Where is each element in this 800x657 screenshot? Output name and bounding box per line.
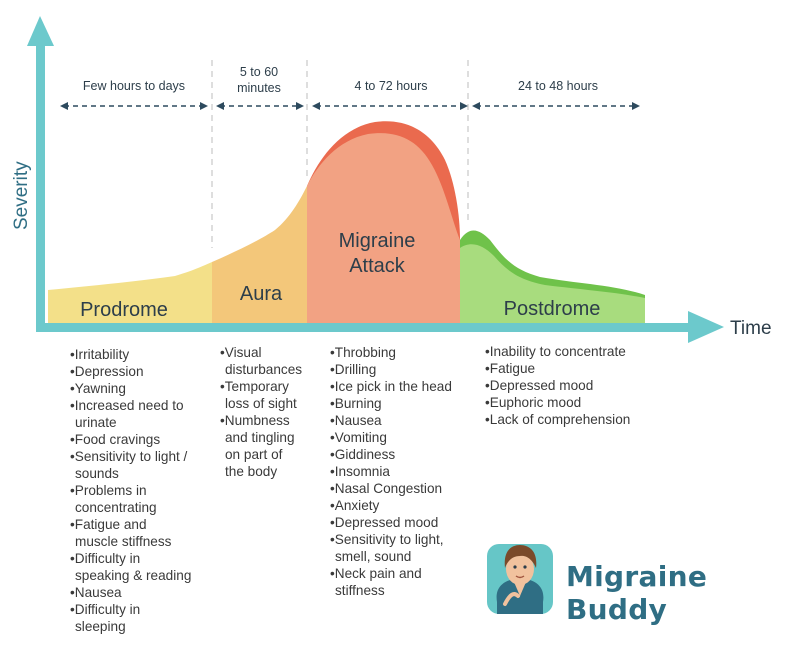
symptom-line: •Fatigue [485,361,536,376]
phase-name-postdrome: Postdrome [504,298,601,320]
symptom-line: loss of sight [225,396,297,411]
symptom-line: •Insomnia [330,464,390,479]
symptom-line: •Fatigue and [70,517,147,532]
symptom-line: •Visual [220,345,262,360]
symptom-line: •Increased need to [70,398,184,413]
symptom-line: •Nasal Congestion [330,481,443,496]
symptom-line: •Sensitivity to light / [70,449,188,464]
symptom-line: •Inability to concentrate [485,344,626,359]
duration-label-aura-line1: 5 to 60 [239,65,279,79]
symptom-line: sleeping [75,619,126,634]
postdrome-area [460,244,645,326]
symptom-line: •Irritability [70,347,130,362]
symptom-line: •Vomiting [330,430,387,445]
brand-name: Migraine Buddy [566,560,708,626]
y-axis [36,42,45,332]
symptom-line: •Lack of comprehension [485,412,631,427]
symptom-line: •Throbbing [330,345,396,360]
symptom-line: disturbances [225,362,303,377]
symptom-line: •Nausea [70,585,122,600]
symptom-line: •Difficulty in [70,551,141,566]
x-axis-label: Time [730,318,772,339]
phase-name-aura: Aura [240,283,283,305]
symptom-line: •Nausea [330,413,382,428]
symptom-line: •Burning [330,396,382,411]
symptom-line: •Giddiness [330,447,396,462]
symptom-line: •Yawning [70,381,126,396]
symptom-line: •Ice pick in the head [330,379,452,394]
symptom-line: •Neck pain and [330,566,422,581]
duration-label-prodrome: Few hours to days [82,79,186,93]
prodrome-symptoms: •Irritability •Depression •Yawning •Increas… [66,346,191,635]
symptom-line: on part of [225,447,283,462]
symptom-line: the body [225,464,278,479]
symptom-line: •Difficulty in [70,602,141,617]
symptom-line: urinate [75,415,117,430]
symptom-line: •Anxiety [330,498,380,513]
symptom-line: •Depressed mood [485,378,594,393]
postdrome-symptoms: •Inability to concentrate •Fatigue •Depres… [481,343,630,428]
y-axis-arrowhead [27,16,54,46]
x-axis [36,323,692,332]
symptom-line: •Numbness [220,413,290,428]
symptom-line: •Depression [70,364,144,379]
x-axis-arrowhead [688,311,724,343]
duration-label-aura-line2: minutes [237,81,281,95]
symptom-line: sounds [75,466,119,481]
symptom-line: speaking & reading [75,568,192,583]
attack-symptoms: •Throbbing •Drilling •Ice pick in the head… [326,344,452,599]
symptom-line: •Drilling [330,362,377,377]
symptom-line: •Euphoric mood [485,395,582,410]
symptom-line: •Sensitivity to light, [330,532,444,547]
symptom-line: and tingling [225,430,295,445]
symptom-line: stiffness [335,583,385,598]
duration-label-attack: 4 to 72 hours [354,79,428,93]
y-axis-label: Severity [11,161,32,230]
symptom-line: •Depressed mood [330,515,439,530]
prodrome-area [48,262,212,326]
attack-area [307,133,460,326]
symptom-line: •Temporary [220,379,289,394]
duration-label-postdrome: 24 to 48 hours [518,79,598,93]
phase-name-attack-line2: Attack [349,255,406,277]
aura-area [212,186,307,326]
migraine-buddy-logo-icon [487,544,553,614]
symptom-line: smell, sound [335,549,412,564]
symptom-line: •Food cravings [70,432,161,447]
symptom-line: muscle stiffness [75,534,172,549]
aura-symptoms: •Visual disturbances •Temporary loss of sig… [216,344,302,480]
phase-name-prodrome: Prodrome [80,299,168,321]
symptom-line: •Problems in [70,483,147,498]
symptom-line: concentrating [75,500,157,515]
phase-name-attack-line1: Migraine [339,230,416,252]
